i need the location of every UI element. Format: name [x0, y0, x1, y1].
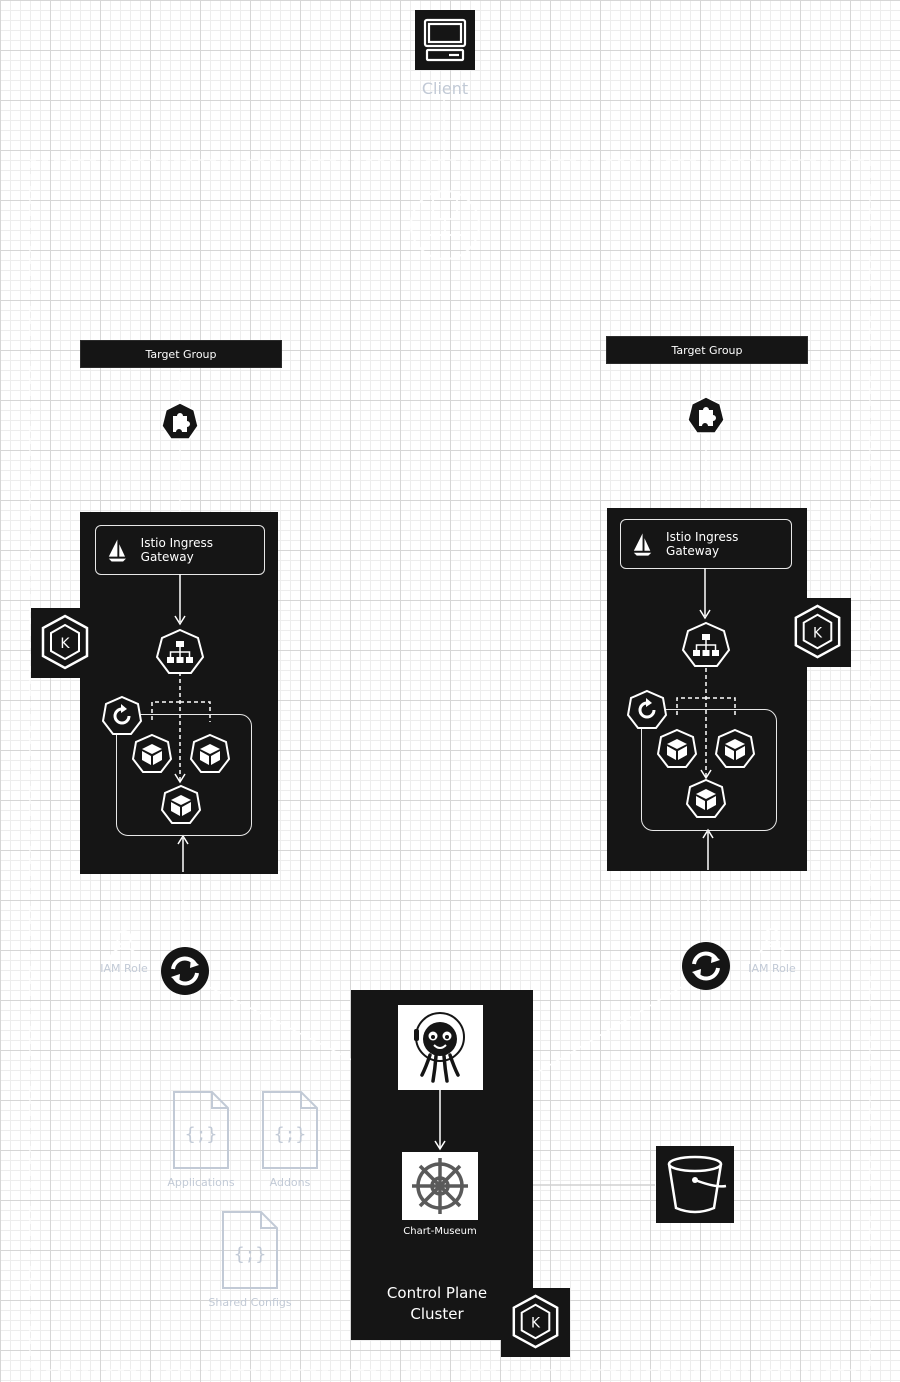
- right-pod-pool: [641, 709, 777, 831]
- addons-label: Addons: [269, 1176, 311, 1189]
- control-plane-title: Control Plane Cluster: [361, 1283, 513, 1325]
- client-node: [415, 10, 475, 70]
- eks-icon: K: [41, 614, 89, 670]
- right-iam-role-label: IAM Role: [748, 962, 796, 975]
- left-ingress-gateway: Istio Ingress Gateway: [95, 525, 265, 575]
- left-iam-role-icon: [109, 930, 139, 961]
- right-service-icon: [681, 621, 731, 667]
- left-pod-pool: [116, 714, 252, 836]
- left-target-group: Target Group: [80, 340, 282, 368]
- right-sync-icon: [682, 942, 730, 990]
- right-pod-icon-1: [656, 728, 698, 768]
- istio-sail-icon: [108, 539, 126, 562]
- svg-text:K: K: [813, 625, 823, 641]
- right-iam-role-icon: [757, 928, 787, 959]
- left-pod-icon-1: [131, 733, 173, 773]
- load-balancer-icon: [410, 190, 480, 260]
- control-plane-eks-badge: K: [501, 1288, 570, 1357]
- client-computer-icon: [423, 18, 467, 62]
- left-eks-badge: K: [31, 608, 99, 678]
- istio-sail-icon: [633, 533, 652, 556]
- left-hpa-icon: [101, 695, 143, 735]
- right-target-group: Target Group: [606, 336, 808, 364]
- right-gateway-label: Istio Ingress Gateway: [666, 530, 739, 558]
- right-hpa-icon: [626, 689, 668, 729]
- left-cluster-arrows: [151, 574, 211, 872]
- right-puzzle-icon: [687, 396, 725, 434]
- left-target-group-label: Target Group: [145, 347, 217, 361]
- svg-text:{;}: {;}: [185, 1124, 218, 1145]
- chart-museum-node: [402, 1152, 478, 1220]
- right-target-group-label: Target Group: [671, 343, 743, 357]
- s3-bucket-icon: [667, 1155, 727, 1214]
- left-puzzle-icon: [161, 402, 199, 440]
- control-plane-title-line2: Cluster: [410, 1305, 464, 1323]
- svg-text:K: K: [60, 636, 70, 652]
- right-ingress-gateway: Istio Ingress Gateway: [620, 519, 792, 569]
- s3-bucket-node: [656, 1146, 734, 1223]
- svg-text:{;}: {;}: [234, 1244, 267, 1265]
- left-iam-role-label: IAM Role: [100, 962, 148, 975]
- right-cluster-arrows: [676, 568, 736, 870]
- chart-museum-label: Chart-Museum: [403, 1226, 477, 1237]
- svg-text:{;}: {;}: [274, 1124, 307, 1145]
- left-gateway-label: Istio Ingress Gateway: [140, 536, 213, 564]
- shared-configs-file-icon: {;}: [222, 1211, 278, 1289]
- left-pod-icon-2: [189, 733, 231, 773]
- svg-text:K: K: [531, 1315, 541, 1331]
- right-pod-icon-3: [685, 778, 727, 818]
- left-pod-icon-3: [160, 784, 202, 824]
- client-label: Client: [421, 79, 469, 98]
- helm-wheel-icon: [412, 1158, 468, 1214]
- argocd-octopus-icon: [414, 1012, 465, 1083]
- applications-file-icon: {;}: [173, 1091, 229, 1169]
- eks-icon: K: [794, 604, 841, 659]
- eks-icon: K: [512, 1294, 559, 1349]
- argocd-logo: [398, 1005, 483, 1090]
- shared-configs-label: Shared Configs: [208, 1296, 292, 1309]
- applications-label: Applications: [167, 1176, 235, 1189]
- left-sync-icon: [161, 947, 209, 995]
- right-pod-icon-2: [714, 728, 756, 768]
- right-eks-badge: K: [784, 598, 851, 667]
- argocd-to-chartmuseum-arrow: [434, 1090, 446, 1151]
- control-plane-title-line1: Control Plane: [386, 1284, 488, 1302]
- left-service-icon: [155, 628, 205, 674]
- addons-file-icon: {;}: [262, 1091, 318, 1169]
